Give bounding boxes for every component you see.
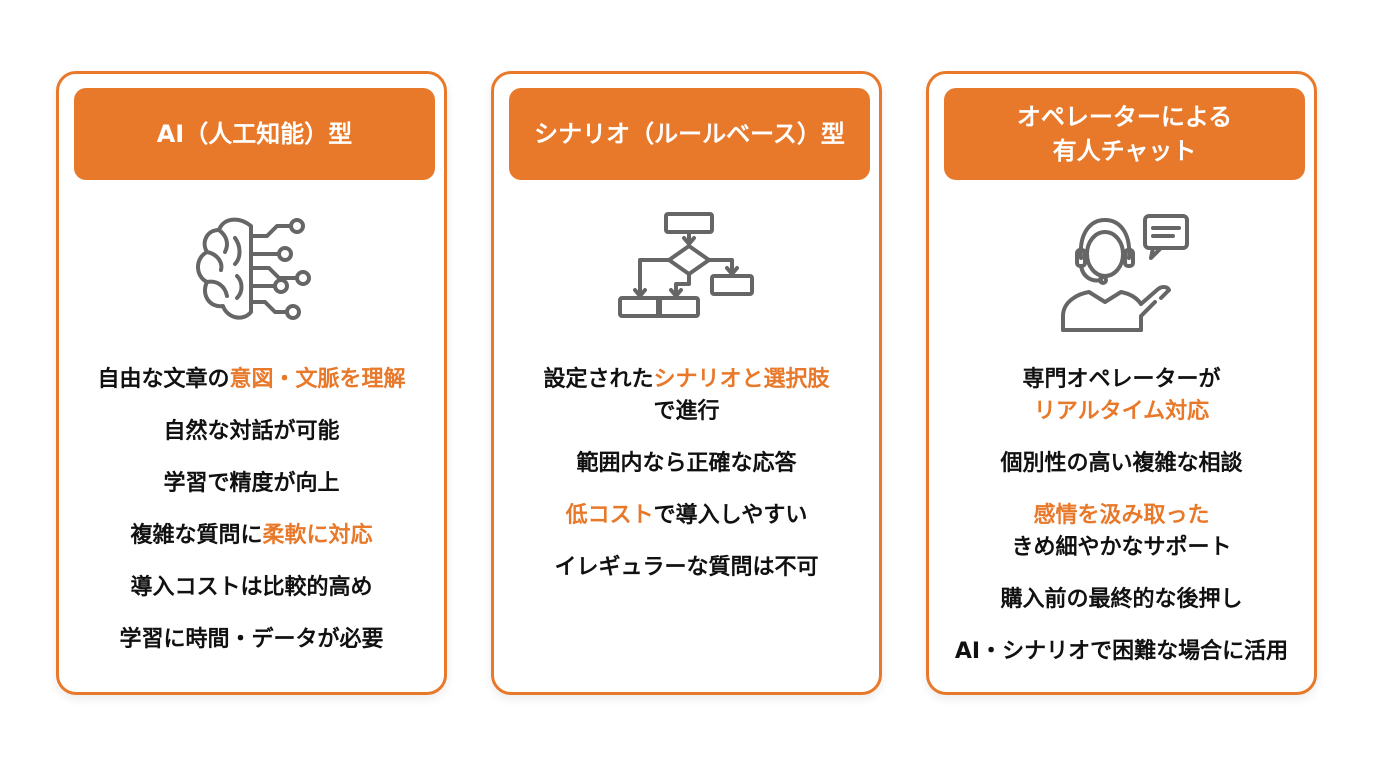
item-text: 複雑な質問に <box>130 523 263 548</box>
item-text: 自由な文章の <box>97 367 230 392</box>
item-text: で導入しやすい <box>653 503 808 528</box>
operator-headset-icon <box>1049 206 1199 341</box>
card-title-line-2: 有人チャット <box>1052 137 1197 165</box>
list-item: 専門オペレーターがリアルタイム対応 <box>939 364 1304 428</box>
item-text: 専門オペレーターが <box>1022 367 1221 392</box>
item-text: 自然な対話が可能 <box>163 419 340 444</box>
list-item: 導入コストは比較的高め <box>69 572 434 604</box>
card-operator-type: オペレーターによる 有人チャット 専門オペレー <box>926 71 1317 695</box>
item-text: 範囲内なら正確な応答 <box>576 451 797 476</box>
card-feature-list: 専門オペレーターがリアルタイム対応 個別性の高い複雑な相談 感情を汲み取ったきめ… <box>929 364 1314 688</box>
item-highlight: 柔軟に対応 <box>262 523 373 548</box>
item-highlight: シナリオと選択肢 <box>653 367 830 392</box>
list-item: 学習で精度が向上 <box>69 468 434 500</box>
list-item: 学習に時間・データが必要 <box>69 624 434 656</box>
list-item: イレギュラーな質問は不可 <box>504 552 869 584</box>
item-highlight: リアルタイム対応 <box>1033 399 1210 424</box>
card-feature-list: 自由な文章の意図・文脈を理解 自然な対話が可能 学習で精度が向上 複雑な質問に柔… <box>59 364 444 676</box>
card-feature-list: 設定されたシナリオと選択肢で進行 範囲内なら正確な応答 低コストで導入しやすい … <box>494 364 879 604</box>
list-item: 低コストで導入しやすい <box>504 500 869 532</box>
item-text: 導入コストは比較的高め <box>130 575 373 600</box>
item-text: 学習で精度が向上 <box>163 471 340 496</box>
card-header: オペレーターによる 有人チャット <box>944 88 1305 180</box>
card-header: シナリオ（ルールベース）型 <box>509 88 870 180</box>
item-text: 購入前の最終的な後押し <box>1000 587 1243 612</box>
list-item: 購入前の最終的な後押し <box>939 584 1304 616</box>
card-ai-type: AI（人工知能）型 自由な文章の意図・文脈を理解 <box>56 71 447 695</box>
item-text: 設定された <box>543 367 654 392</box>
item-text: 個別性の高い複雑な相談 <box>1000 451 1243 476</box>
list-item: 範囲内なら正確な応答 <box>504 448 869 480</box>
item-text: 学習に時間・データが必要 <box>119 627 384 652</box>
list-item: 自由な文章の意図・文脈を理解 <box>69 364 434 396</box>
card-title: AI（人工知能）型 <box>156 120 353 148</box>
item-text: で進行 <box>653 399 720 424</box>
item-text: AI・シナリオで困難な場合に活用 <box>954 639 1289 664</box>
list-item: AI・シナリオで困難な場合に活用 <box>939 636 1304 668</box>
card-title: シナリオ（ルールベース）型 <box>534 120 845 148</box>
card-scenario-type: シナリオ（ルールベース）型 設定されたシナリオと選択肢で進行 範囲内なら正確な応… <box>491 71 882 695</box>
item-highlight: 意図・文脈を理解 <box>229 367 406 392</box>
card-header: AI（人工知能）型 <box>74 88 435 180</box>
flowchart-icon <box>614 206 764 341</box>
list-item: 感情を汲み取ったきめ細やかなサポート <box>939 500 1304 564</box>
card-title-line-1: オペレーターによる <box>1016 103 1233 131</box>
item-text: イレギュラーな質問は不可 <box>554 555 819 580</box>
item-text: きめ細やかなサポート <box>1011 535 1232 560</box>
list-item: 自然な対話が可能 <box>69 416 434 448</box>
item-highlight: 感情を汲み取った <box>1033 503 1210 528</box>
list-item: 個別性の高い複雑な相談 <box>939 448 1304 480</box>
item-highlight: 低コスト <box>565 503 654 528</box>
list-item: 設定されたシナリオと選択肢で進行 <box>504 364 869 428</box>
brain-circuit-icon <box>179 206 329 341</box>
list-item: 複雑な質問に柔軟に対応 <box>69 520 434 552</box>
